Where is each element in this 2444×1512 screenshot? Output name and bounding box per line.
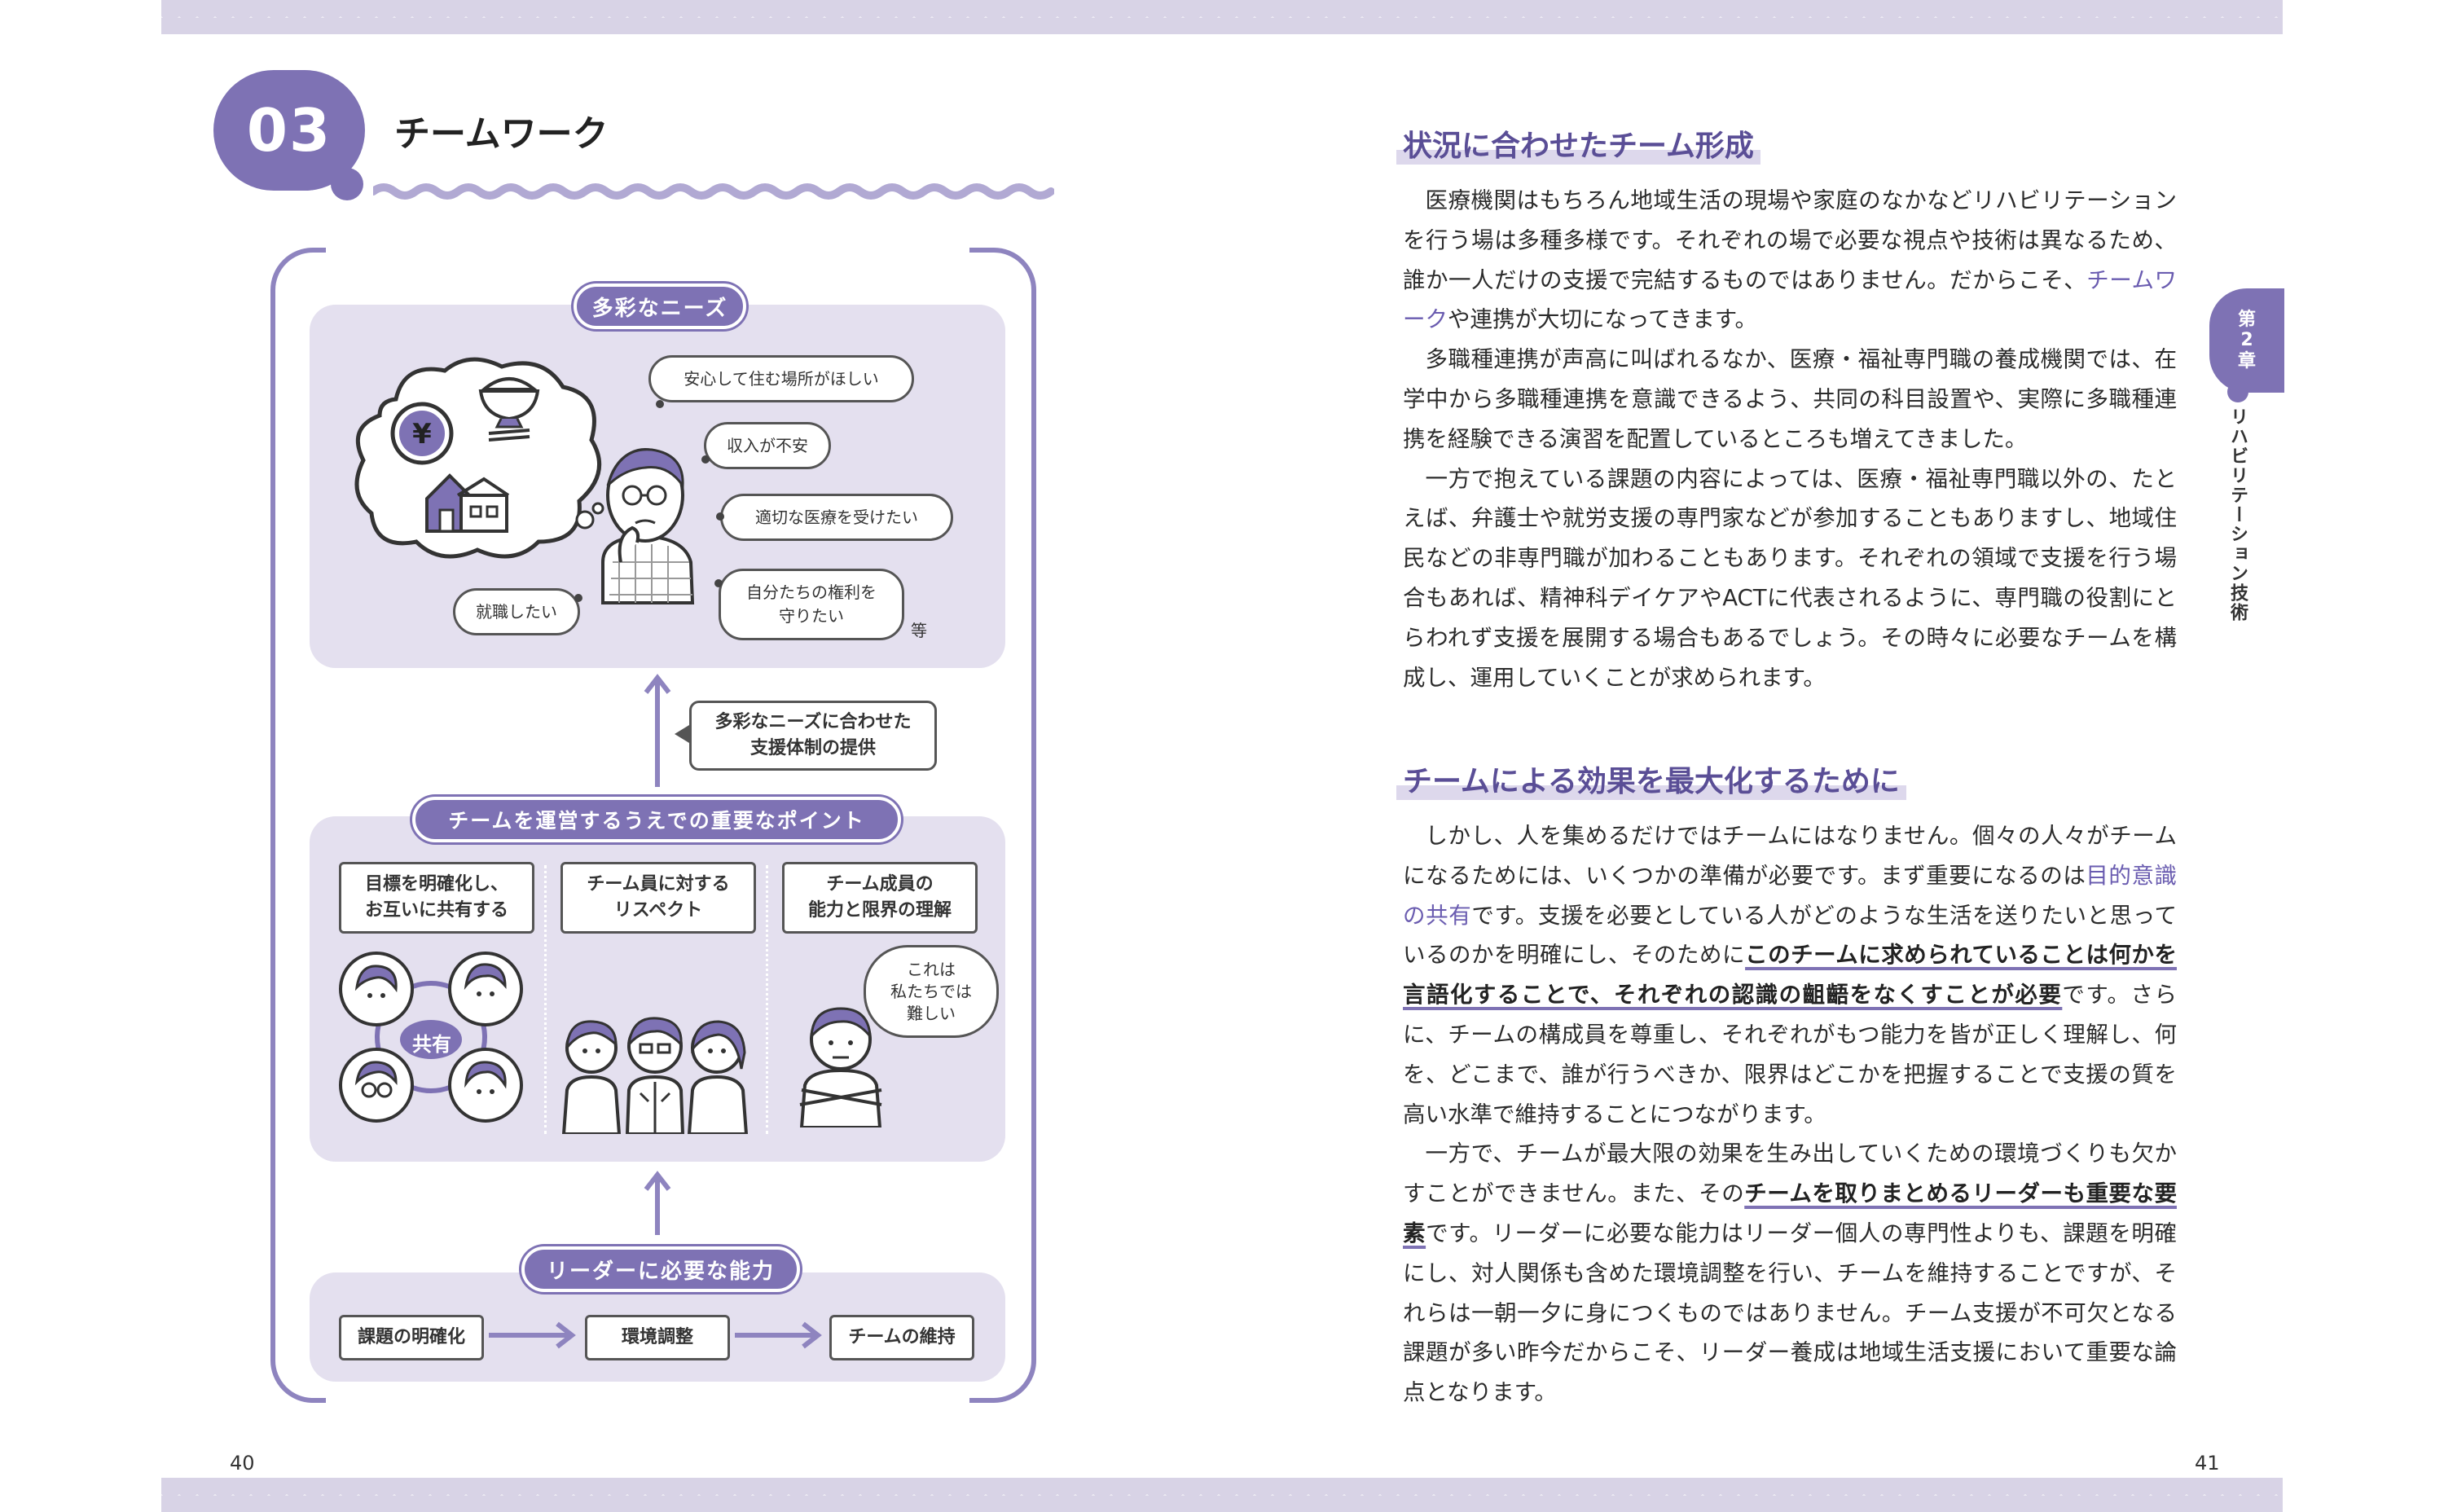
page-number-right: 41	[2195, 1452, 2220, 1475]
paragraph: しかし、人を集めるだけではチームにはなりません。個々の人々がチームになるためには…	[1403, 823, 2178, 1127]
chapter-title-vertical: リハビリテーション技術	[2227, 407, 2248, 622]
needs-label: 多彩なニーズ	[574, 284, 746, 329]
leader-label: リーダーに必要な能力	[521, 1246, 800, 1292]
wavy-underline	[373, 183, 1054, 200]
team-members-illustration	[561, 1017, 749, 1134]
support-provision-box: 多彩なニーズに合わせた支援体制の提供	[689, 701, 937, 771]
keyword-shared-purpose: 目的意識の共有	[1403, 862, 2178, 929]
paragraph: 一方で抱えている課題の内容によっては、医療・福祉専門職以外の、たとえば、弁護士や…	[1403, 465, 2177, 691]
emphasis-text: このチームに求められていることは何かを言語化することで、それぞれの認識の齟齬をな…	[1403, 942, 2177, 1009]
arrow-right-icon	[735, 1321, 822, 1349]
heading-maximize-effect: チームによる効果を最大化するために	[1403, 765, 1900, 798]
point-box-ability: チーム成員の能力と限界の理解	[782, 862, 978, 934]
bubble-job: 就職したい	[453, 588, 582, 635]
paragraph: 多職種連携が声高に叫ばれるなか、医療・福祉専門職の養成機関では、在学中から多職種…	[1403, 346, 2177, 452]
top-decorative-band	[161, 0, 2283, 34]
point-box-goal: 目標を明確化し、お互いに共有する	[339, 862, 534, 934]
yen-coin-icon: ¥	[390, 402, 454, 465]
keyword-teamwork: チームワーク	[1403, 266, 2177, 333]
heading-team-formation: 状況に合わせたチーム形成	[1403, 130, 1754, 163]
divider	[766, 865, 768, 1134]
svg-text:¥: ¥	[412, 418, 432, 451]
sharing-faces-illustration	[339, 952, 523, 1123]
section-number-badge: 03	[213, 70, 365, 200]
leader-step-environment: 環境調整	[585, 1315, 730, 1360]
bubble-difficult: これは私たちでは難しい	[864, 945, 999, 1038]
paragraph: 一方で、チームが最大限の効果を生み出していくための環境づくりも欠かすことができま…	[1403, 1141, 2178, 1406]
point-box-respect: チーム員に対するリスペクト	[560, 862, 756, 934]
bubble-rights: 自分たちの権利を守りたい	[714, 569, 904, 640]
leader-step-maintain: チームの維持	[829, 1315, 974, 1360]
arrow-up-icon	[644, 1171, 671, 1235]
chapter-tab: 第 2 章	[2209, 288, 2284, 393]
team-points-label: チームを運営するうえでの重要なポイント	[412, 797, 901, 842]
share-label: 共有	[412, 1033, 451, 1056]
bubble-income: 収入が不安	[701, 422, 831, 469]
bubble-medical: 適切な医療を受けたい	[716, 494, 953, 541]
divider	[544, 865, 547, 1134]
house-icon	[425, 473, 510, 533]
page-number-left: 40	[230, 1452, 255, 1475]
arrow-right-icon	[489, 1321, 576, 1349]
arrow-up-icon	[644, 674, 671, 787]
rice-bowl-icon	[478, 377, 540, 442]
section-title: チームワーク	[394, 113, 609, 155]
body-section-2: しかし、人を集めるだけではチームにはなりません。個々の人々がチームになるためには…	[1403, 816, 2177, 1413]
bottom-decorative-band	[161, 1478, 2283, 1512]
leader-step-clarify: 課題の明確化	[339, 1315, 484, 1360]
paragraph: 医療機関はもちろん地域生活の現場や家庭のなかなどリハビリテーションを行う場は多種…	[1403, 187, 2177, 333]
etc-label: 等	[911, 621, 927, 640]
bubble-housing: 安心して住む場所がほしい	[648, 355, 914, 408]
emphasis-text: チームを取りまとめるリーダーも重要な要素	[1403, 1180, 2177, 1246]
thinking-person-illustration	[575, 448, 695, 604]
person-crossed-arms-illustration	[799, 1007, 882, 1127]
body-section-1: 医療機関はもちろん地域生活の現場や家庭のなかなどリハビリテーションを行う場は多種…	[1403, 181, 2177, 697]
